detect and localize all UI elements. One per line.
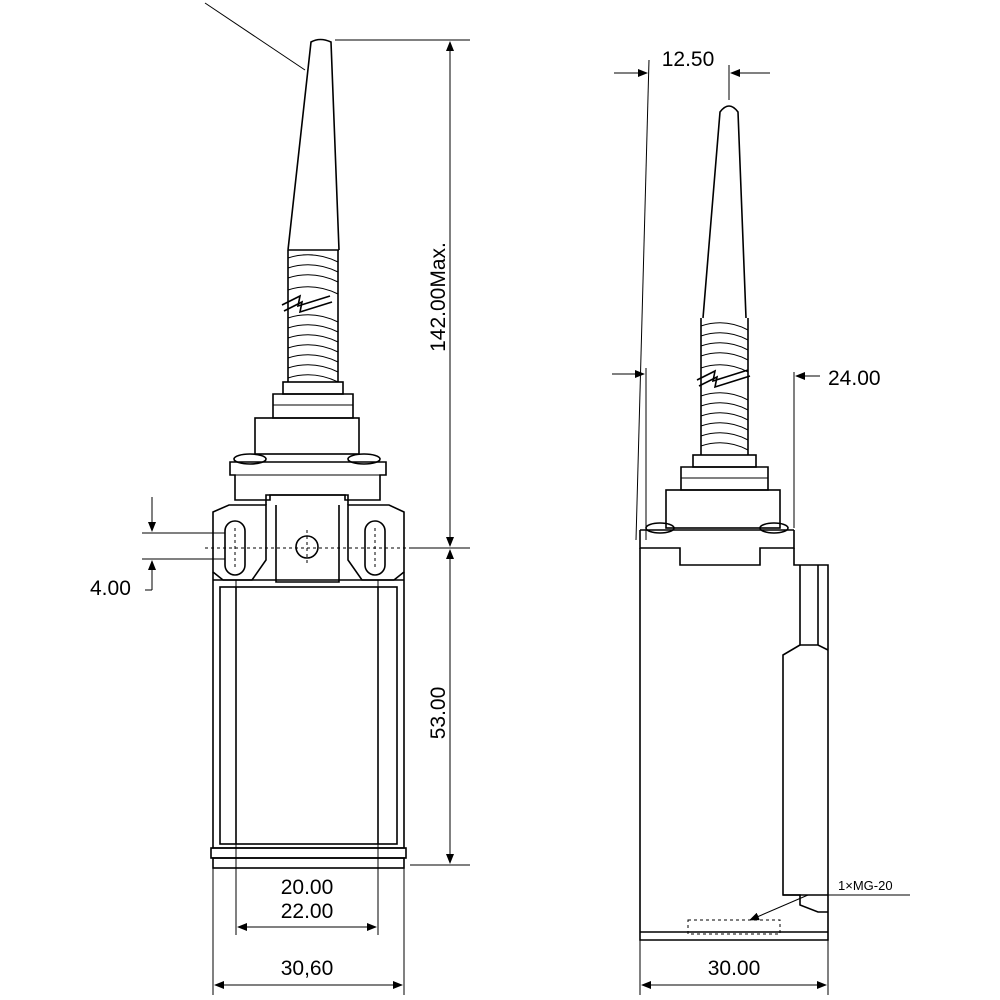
dim-head-width: 24.00 (612, 367, 881, 540)
dim-hole-spacing-inner-label: 20.00 (281, 876, 334, 899)
conduit-callout: 1×MG-20 (749, 878, 910, 921)
front-collar (254, 381, 360, 455)
dim-height-body: 53.00 (410, 549, 470, 866)
dim-front-width: 30,60 (212, 868, 405, 995)
side-rod (702, 105, 747, 319)
dim-hole-spacing: 20.00 22.00 (235, 580, 379, 935)
side-body (639, 548, 829, 941)
front-head (229, 453, 387, 501)
front-spring (281, 250, 339, 383)
front-rod (287, 38, 340, 251)
side-head (639, 522, 795, 566)
dim-hole-spacing-outer-label: 22.00 (281, 900, 334, 923)
dim-rod-offset-label: 12.50 (662, 48, 715, 71)
side-spring (696, 318, 751, 455)
dim-side-width-label: 30.00 (708, 957, 761, 980)
dim-side-width: 30.00 (639, 940, 829, 995)
dim-height-total: 142.00Max. (335, 39, 470, 549)
dim-head-width-label: 24.00 (828, 367, 881, 390)
dim-hole-offset: 4.00 (90, 497, 225, 600)
dim-hole-offset-label: 4.00 (90, 577, 131, 600)
dim-height-body-label: 53.00 (427, 687, 450, 740)
dim-front-width-label: 30,60 (281, 957, 334, 980)
conduit-label: 1×MG-20 (838, 878, 893, 893)
dim-rod-offset: 12.50 (614, 48, 770, 541)
side-collar (665, 454, 781, 529)
dim-height-total-label: 142.00Max. (427, 242, 450, 352)
front-view: 142.00Max. 53.00 4.00 20.00 22.00 (90, 2, 470, 995)
side-view: 12.50 24.00 30.00 1×MG-20 (612, 48, 910, 995)
